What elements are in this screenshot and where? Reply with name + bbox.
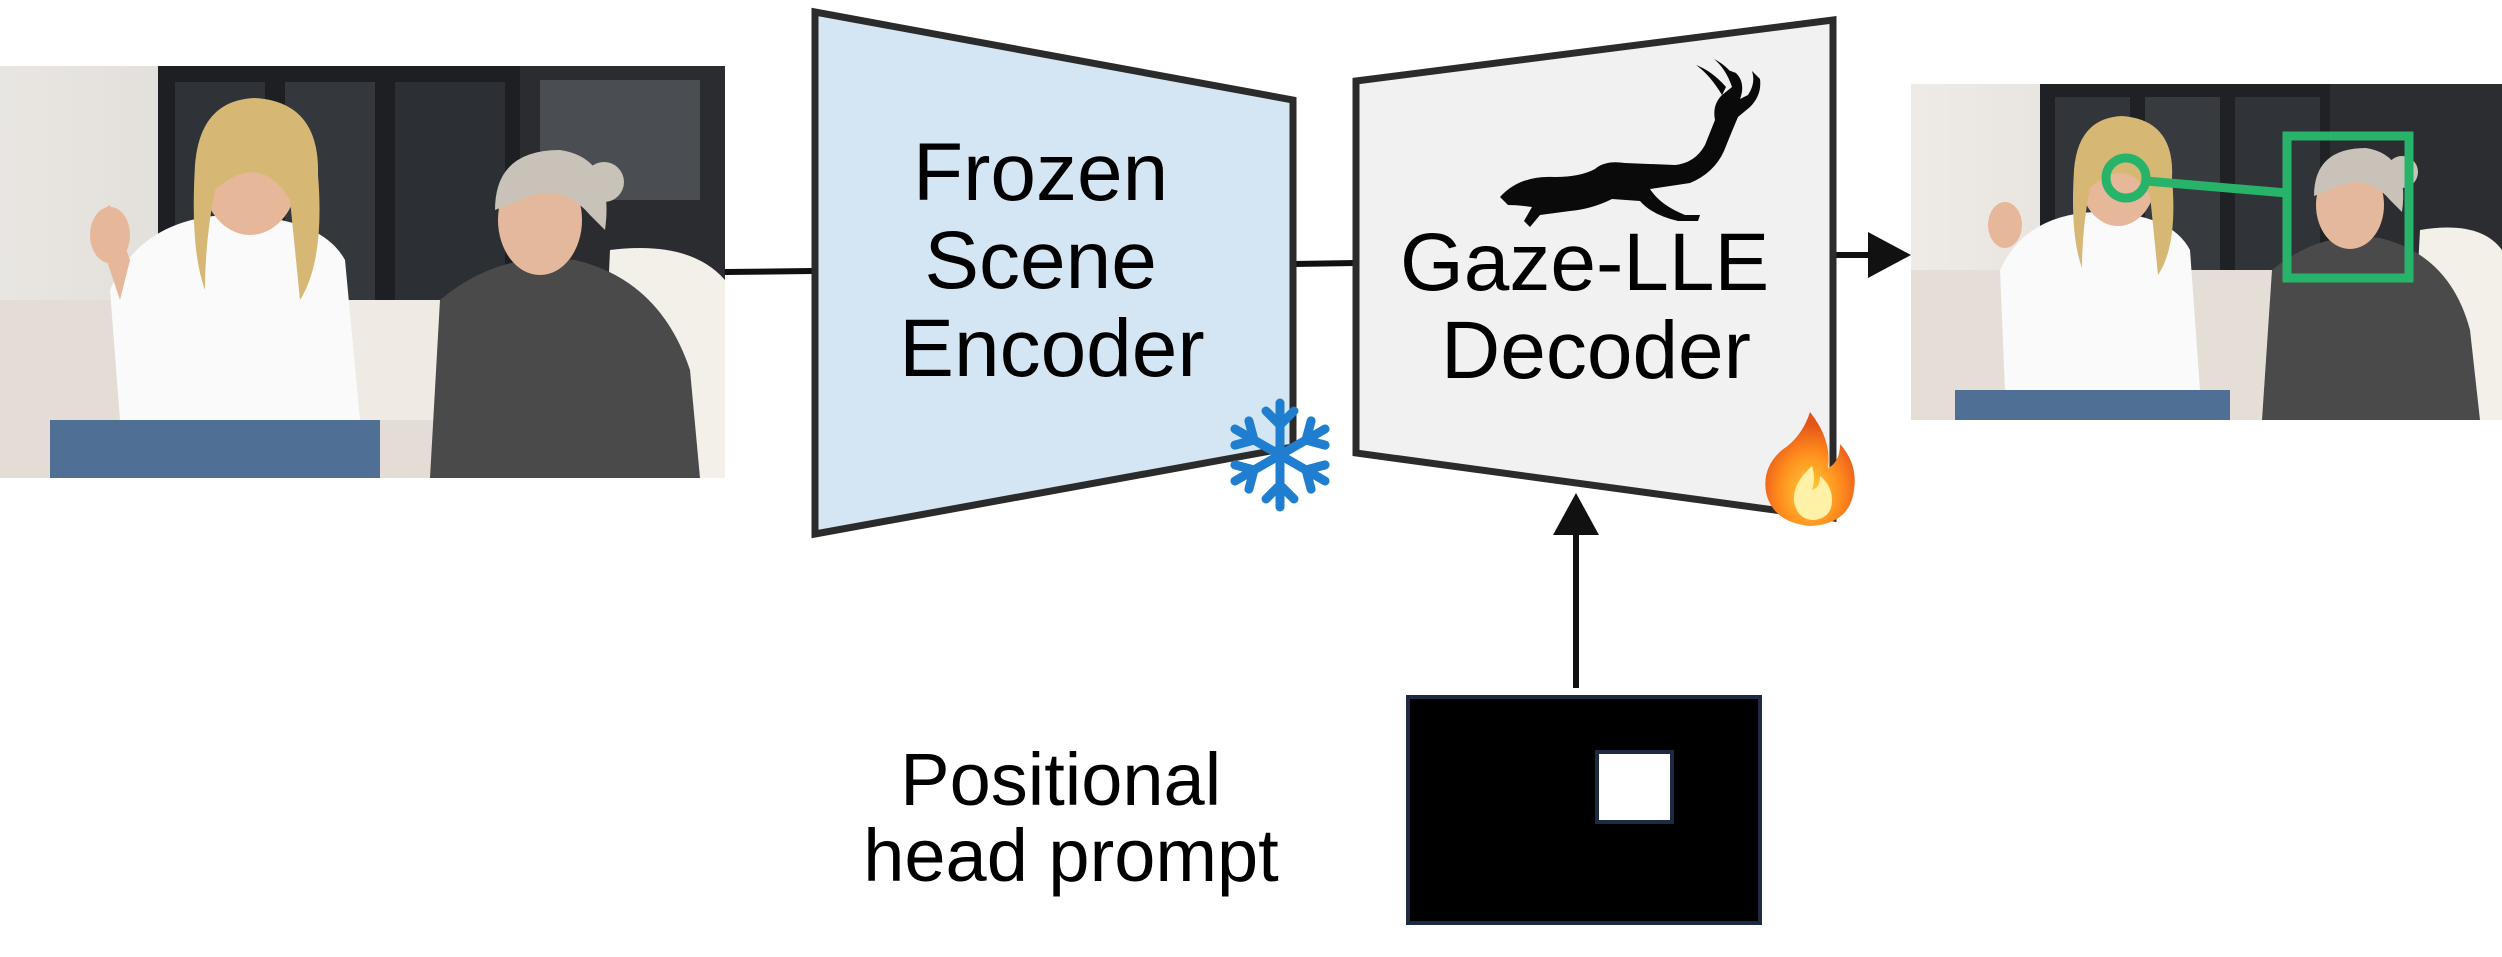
prompt-label-line-1: Positional	[900, 738, 1221, 821]
gaze-target-box	[2282, 131, 2414, 283]
prompt-to-decoder-arrow	[1553, 493, 1599, 688]
decoder-to-output-arrow	[1836, 232, 1911, 278]
decoder-label-line-1: Gaze-LLE	[1400, 217, 1769, 308]
connectors	[724, 232, 1911, 688]
encoder-to-decoder-line	[1292, 260, 1357, 267]
encoder-label-line-1: Frozen	[913, 127, 1168, 218]
gaze-line	[2145, 176, 2288, 198]
prompt-label-line-2: head prompt	[863, 814, 1279, 897]
encoder-label: Frozen Scene Encoder	[899, 127, 1204, 394]
head-marker	[2101, 153, 2151, 203]
head-prompt-box	[1595, 750, 1674, 824]
positional-head-prompt: Positional head prompt	[863, 695, 1762, 925]
encoder-label-line-2: Scene	[924, 215, 1157, 306]
gazelle-icon	[1500, 59, 1761, 227]
decoder-label: Gaze-LLE Decoder	[1400, 217, 1792, 396]
prompt-label: Positional head prompt	[863, 738, 1279, 897]
gaze-annotation	[2101, 131, 2414, 283]
encoder-label-line-3: Encoder	[899, 303, 1204, 394]
gaze-lle-decoder-block: Gaze-LLE Decoder	[1352, 16, 1855, 526]
input-image	[0, 66, 725, 478]
frozen-scene-encoder-block: Frozen Scene Encoder	[811, 7, 1332, 539]
output-image	[1911, 84, 2502, 420]
snowflake-icon	[1228, 398, 1332, 507]
input-to-encoder-line	[724, 268, 813, 275]
decoder-label-line-2: Decoder	[1441, 305, 1751, 396]
head-prompt-mask	[1406, 695, 1762, 925]
fire-icon	[1765, 412, 1855, 526]
